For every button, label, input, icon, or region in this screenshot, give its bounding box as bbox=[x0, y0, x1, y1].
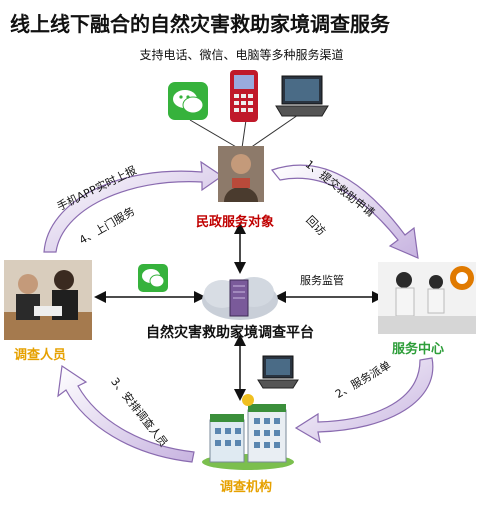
channel-connector-lines bbox=[189, 114, 299, 149]
channels-subtitle: 支持电话、微信、电脑等多种服务渠道 bbox=[139, 48, 344, 62]
wechat-small-icon bbox=[138, 264, 168, 292]
service-target-label: 民政服务对象 bbox=[196, 215, 275, 230]
page-title: 线上线下融合的自然灾害救助家境调查服务 bbox=[10, 12, 390, 36]
cloud-server-icon bbox=[202, 277, 278, 320]
platform-label: 自然灾害救助家境调查平台 bbox=[146, 325, 314, 341]
service-target-photo bbox=[218, 146, 264, 202]
agency-label: 调查机构 bbox=[220, 480, 273, 495]
flow-arrow-dispatch bbox=[294, 357, 434, 444]
phone-icon bbox=[230, 70, 258, 122]
service-center-label: 服务中心 bbox=[392, 342, 445, 357]
flow-arrow-arrange bbox=[57, 364, 195, 463]
investigators-photo bbox=[4, 260, 92, 340]
building-icon bbox=[202, 394, 294, 470]
laptop-icon bbox=[275, 75, 329, 117]
laptop-small-icon bbox=[257, 355, 299, 389]
flow-label-supervision: 服务监管 bbox=[300, 274, 344, 287]
service-center-photo bbox=[378, 262, 476, 334]
investigator-label: 调查人员 bbox=[14, 348, 67, 363]
wechat-icon bbox=[168, 82, 208, 120]
flow-arrow-submit bbox=[270, 164, 419, 259]
